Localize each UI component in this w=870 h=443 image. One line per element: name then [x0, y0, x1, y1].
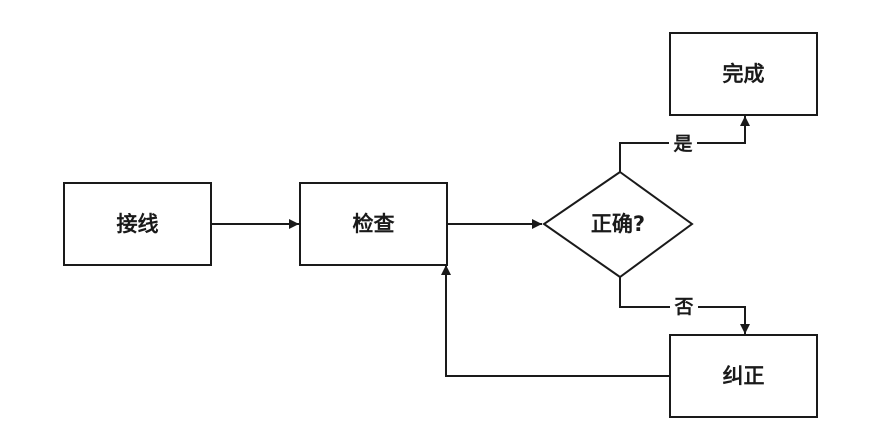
edge-label-yes-text: 是 — [673, 133, 692, 155]
node-decision: 正确? — [542, 170, 694, 279]
edge-label-yes: 是 — [669, 131, 697, 157]
node-connect: 接线 — [63, 182, 212, 266]
node-complete-label: 完成 — [723, 62, 765, 86]
node-correct-label: 纠正 — [723, 364, 765, 388]
node-connect-label: 接线 — [117, 212, 159, 236]
edge-label-no: 否 — [670, 294, 698, 320]
node-correct: 纠正 — [669, 334, 818, 418]
node-check: 检查 — [299, 182, 448, 266]
edge-correct-to-check — [441, 265, 670, 377]
node-decision-label: 正确? — [591, 212, 645, 236]
node-complete: 完成 — [669, 32, 818, 116]
node-check-label: 检查 — [353, 212, 395, 236]
edge-label-no-text: 否 — [673, 296, 693, 318]
